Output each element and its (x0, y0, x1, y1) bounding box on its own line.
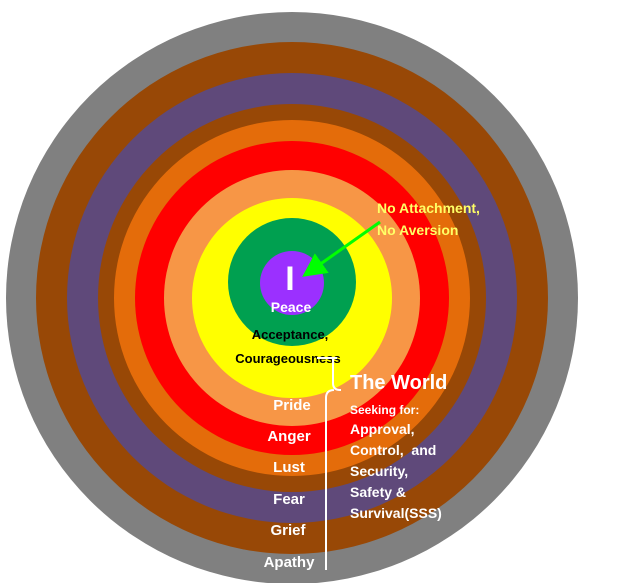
note-line-1: No Attachment, (377, 200, 480, 216)
level-pride: Pride (273, 397, 311, 414)
center-label: Peace (271, 299, 312, 315)
world-title: The World (350, 372, 447, 394)
world-line-2: Control, and (350, 442, 436, 458)
world-line-4: Safety & (350, 484, 406, 500)
level-lust: Lust (273, 459, 305, 476)
world-line-5: Survival(SSS) (350, 505, 442, 521)
world-subtitle: Seeking for: (350, 403, 419, 417)
acceptance-line-1: Acceptance, (252, 327, 329, 342)
green-arrow (302, 220, 381, 277)
level-anger: Anger (267, 428, 311, 445)
center-symbol: I (285, 260, 294, 298)
note-line-2: No Aversion (377, 222, 458, 238)
level-fear: Fear (273, 491, 305, 508)
world-line-1: Approval, (350, 421, 415, 437)
level-apathy: Apathy (264, 554, 315, 571)
acceptance-line-2: Courageousness (235, 351, 340, 366)
level-grief: Grief (270, 522, 306, 539)
world-bracket (325, 358, 341, 570)
world-line-3: Security, (350, 463, 408, 479)
